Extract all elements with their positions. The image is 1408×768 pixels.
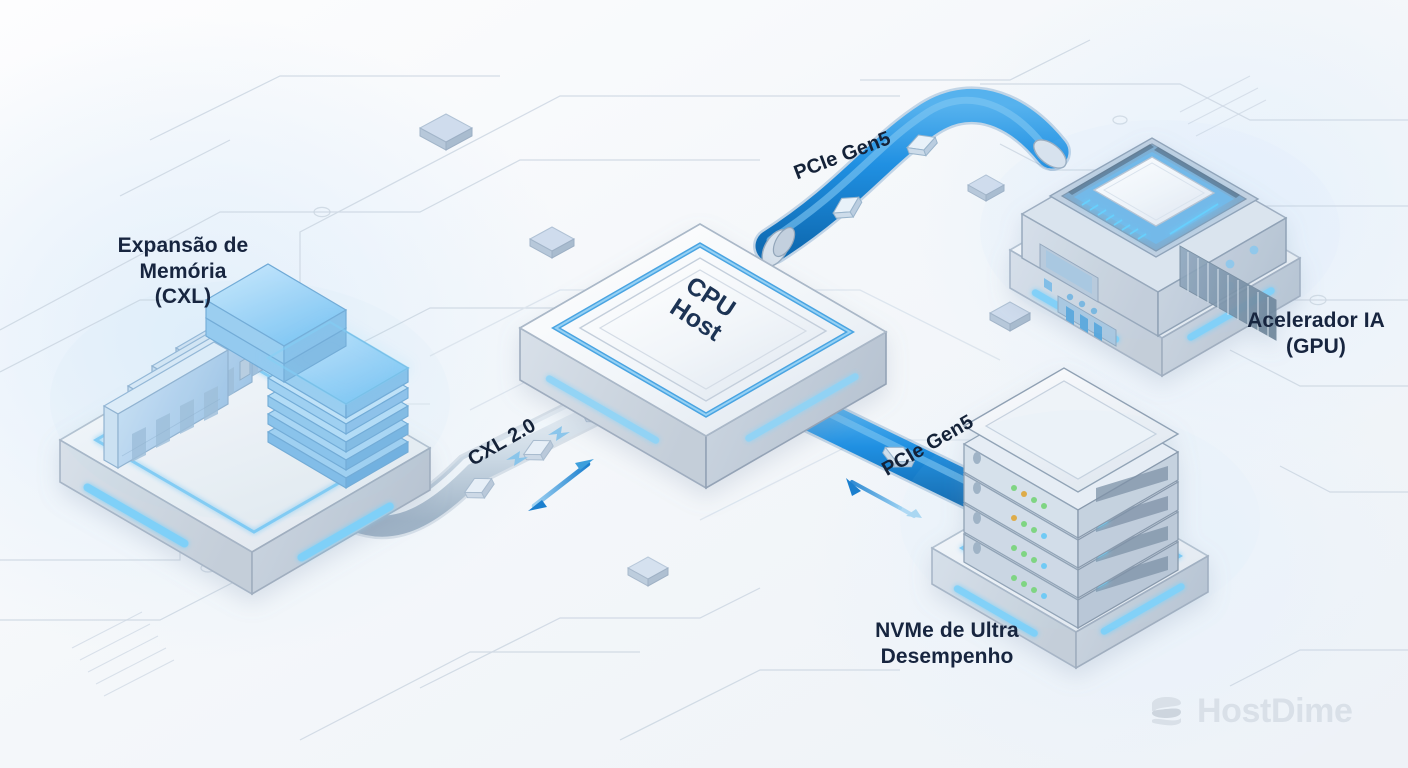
cxl-bidirectional-arrow: [528, 459, 594, 511]
gpu-accelerator-module: [1008, 137, 1302, 378]
hostdime-wordmark: HostDime: [1197, 691, 1353, 730]
pcie-top-connector-gpu: [1033, 139, 1067, 169]
gpu-front-panel: [1039, 243, 1117, 347]
pcie-top-cable: [753, 86, 1071, 267]
background-chip-components: [418, 113, 1032, 587]
gpu-heatsink-fins: [1179, 245, 1277, 341]
trace-hatching: [71, 75, 1267, 697]
nvme-status-leds: [1011, 515, 1047, 539]
label-nvme-storage: NVMe de Ultra Desempenho: [875, 619, 1019, 668]
pcie-bottom-ferrite: [882, 446, 916, 468]
layers-icon: [1152, 697, 1181, 726]
cxl-memory-stack: [204, 263, 411, 489]
nvme-storage-module: [930, 367, 1210, 670]
pcie-bottom-flow-arrows: [846, 478, 922, 518]
gpu-die-package: [1048, 137, 1260, 258]
label-memory-expansion: Expansão de Memória (CXL): [117, 234, 249, 309]
nvme-status-leds: [1011, 485, 1047, 509]
label-ai-accelerator: Acelerador IA (GPU): [1247, 309, 1385, 358]
nvme-top-lid: [962, 367, 1180, 493]
hostdime-logo: HostDime: [1146, 691, 1353, 731]
nvme-status-leds: [1011, 545, 1047, 569]
pcie-top-connector-cpu: [761, 226, 796, 267]
pcie-top-ferrites: [832, 134, 938, 219]
cpu-host-module: [518, 223, 888, 490]
nvme-status-leds: [1011, 575, 1047, 599]
